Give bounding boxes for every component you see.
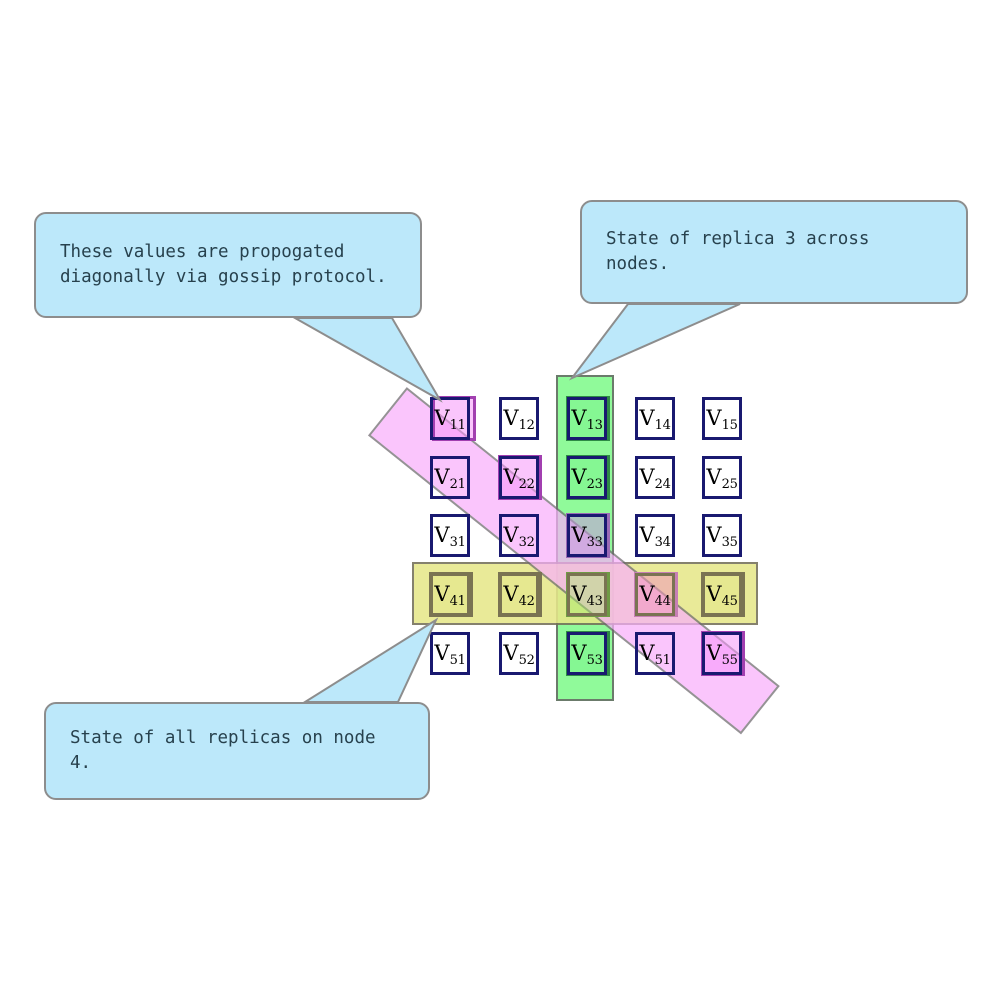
cell-v25[interactable]: V25	[702, 456, 742, 499]
cell-label-v54: V51	[639, 641, 671, 668]
cell-v15[interactable]: V15	[702, 397, 742, 440]
cell-v13[interactable]: V13	[567, 397, 607, 440]
cell-v53[interactable]: V53	[567, 632, 607, 675]
callout-gossip-diagonal-text: These values are propogated diagonally v…	[60, 242, 387, 287]
cell-v54[interactable]: V51	[635, 632, 675, 675]
cell-v51[interactable]: V51	[430, 632, 470, 675]
cell-v12[interactable]: V12	[499, 397, 539, 440]
cell-label-v55: V55	[706, 641, 738, 668]
cell-label-v44: V44	[639, 582, 671, 609]
cell-label-v11: V11	[434, 406, 466, 433]
cell-label-v25: V25	[706, 465, 738, 492]
cell-label-v14: V14	[639, 406, 671, 433]
cell-v44[interactable]: V44	[635, 573, 675, 616]
cell-v33[interactable]: V33	[567, 514, 607, 557]
cell-v14[interactable]: V14	[635, 397, 675, 440]
cell-v52[interactable]: V52	[499, 632, 539, 675]
callout-replica-3[interactable]: State of replica 3 across nodes.	[580, 200, 968, 304]
cell-label-v53: V53	[571, 641, 603, 668]
cell-v41[interactable]: V41	[430, 573, 470, 616]
cell-label-v15: V15	[706, 406, 738, 433]
callout-gossip-diagonal[interactable]: These values are propogated diagonally v…	[34, 212, 422, 318]
cell-v23[interactable]: V23	[567, 456, 607, 499]
callout-node-4[interactable]: State of all replicas on node 4.	[44, 702, 430, 800]
cell-label-v35: V35	[706, 523, 738, 550]
cell-v31[interactable]: V31	[430, 514, 470, 557]
cell-v55[interactable]: V55	[702, 632, 742, 675]
cell-v22[interactable]: V22	[499, 456, 539, 499]
cell-label-v24: V24	[639, 465, 671, 492]
cell-label-v22: V22	[503, 465, 535, 492]
cell-label-v41: V41	[434, 582, 466, 609]
cell-label-v34: V34	[639, 523, 671, 550]
cell-v11[interactable]: V11	[430, 397, 470, 440]
cell-label-v12: V12	[503, 406, 535, 433]
cell-label-v32: V32	[503, 523, 535, 550]
cell-label-v45: V45	[706, 582, 738, 609]
cell-label-v13: V13	[571, 406, 603, 433]
cell-label-v42: V42	[503, 582, 535, 609]
cell-v24[interactable]: V24	[635, 456, 675, 499]
cell-label-v52: V52	[503, 641, 535, 668]
cell-label-v51: V51	[434, 641, 466, 668]
cell-v34[interactable]: V34	[635, 514, 675, 557]
cell-label-v31: V31	[434, 523, 466, 550]
cell-v32[interactable]: V32	[499, 514, 539, 557]
callout-node-4-text: State of all replicas on node 4.	[70, 728, 376, 773]
cell-label-v33: V33	[571, 523, 603, 550]
cell-label-v43: V43	[571, 582, 603, 609]
cell-v35[interactable]: V35	[702, 514, 742, 557]
cell-v43[interactable]: V43	[567, 573, 607, 616]
callout-replica-3-text: State of replica 3 across nodes.	[606, 229, 870, 274]
cell-v42[interactable]: V42	[499, 573, 539, 616]
cell-label-v21: V21	[434, 465, 466, 492]
cell-v21[interactable]: V21	[430, 456, 470, 499]
cell-label-v23: V23	[571, 465, 603, 492]
cell-v45[interactable]: V45	[702, 573, 742, 616]
